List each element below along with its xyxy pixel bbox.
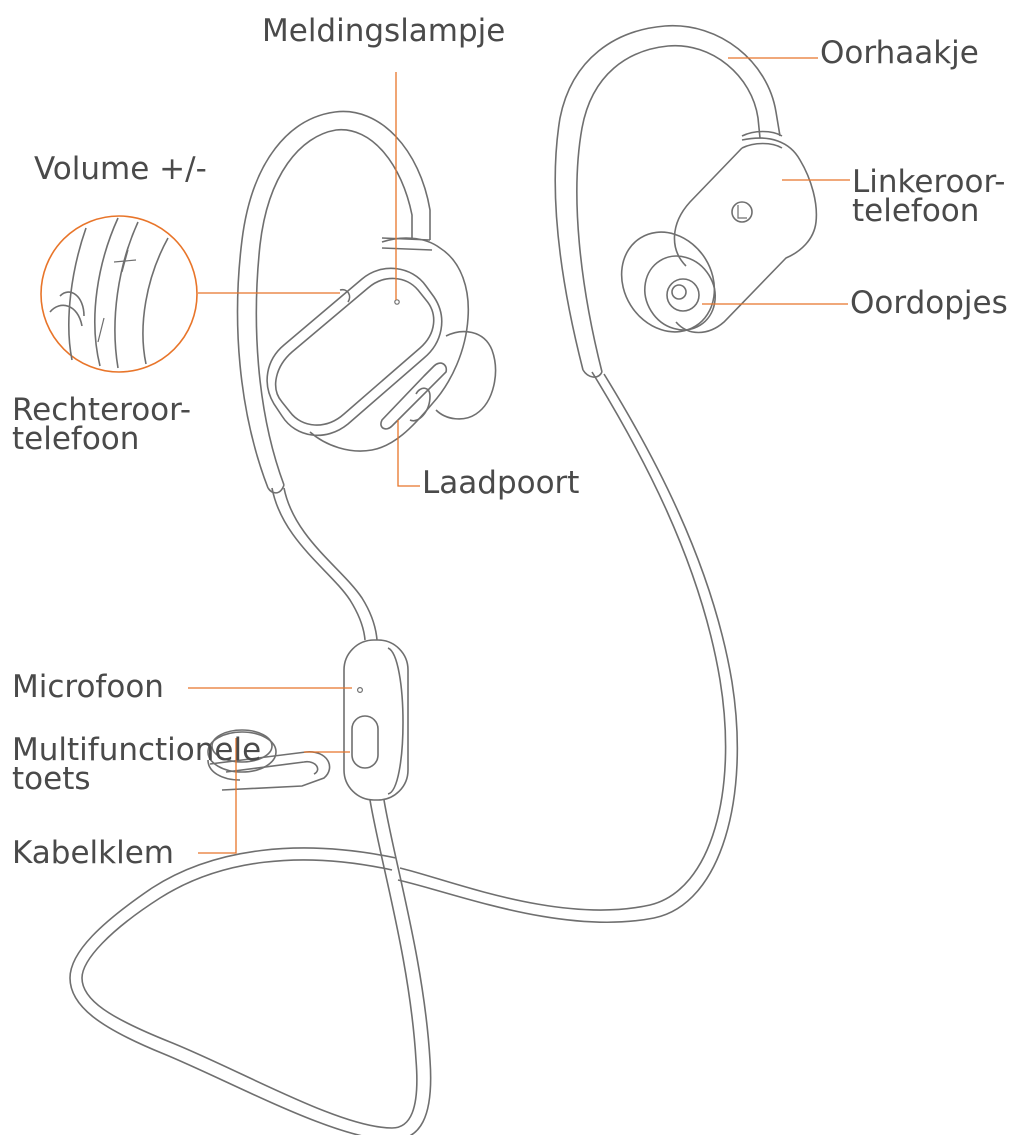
label-multifunction: Multifunctionele toets (12, 736, 261, 795)
label-right-earphone: Rechteroor- telefoon (12, 396, 191, 455)
inline-remote (344, 640, 408, 800)
label-microphone: Microfoon (12, 672, 164, 703)
left-ear-hook (555, 26, 782, 377)
label-ear-hook: Oorhaakje (820, 38, 979, 69)
label-indicator-light-text: Meldingslampje (262, 16, 505, 47)
label-multifunction-line2: toets (12, 765, 261, 794)
right-earphone-body (267, 238, 495, 451)
label-ear-hook-text: Oorhaakje (820, 38, 979, 69)
label-right-earphone-line2: telefoon (12, 425, 191, 454)
label-left-earphone-line2: telefoon (852, 197, 1005, 226)
label-volume: Volume +/- (34, 154, 207, 185)
label-left-earphone: Linkeroor- telefoon (852, 168, 1005, 227)
volume-zoom-inset (41, 216, 197, 372)
label-cable-clip-text: Kabelklem (12, 838, 174, 869)
label-charging-port-text: Laadpoort (422, 468, 579, 499)
leader-lines (188, 58, 850, 853)
remote-cable-upper (272, 488, 377, 640)
label-volume-text: Volume +/- (34, 154, 207, 185)
label-indicator-light: Meldingslampje (262, 16, 505, 47)
earphones-illustration (41, 26, 816, 1135)
main-cable (398, 372, 737, 922)
label-charging-port: Laadpoort (422, 468, 579, 499)
left-earphone-body (603, 138, 816, 349)
label-cable-clip: Kabelklem (12, 838, 174, 869)
label-microphone-text: Microfoon (12, 672, 164, 703)
label-ear-tips-text: Oordopjes (850, 288, 1008, 319)
label-ear-tips: Oordopjes (850, 288, 1008, 319)
